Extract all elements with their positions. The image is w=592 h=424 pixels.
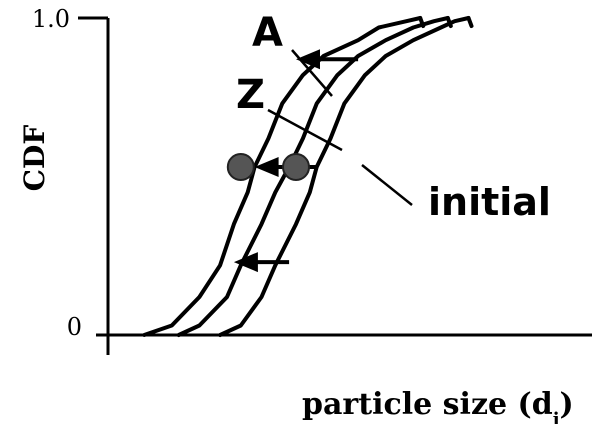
x-axis-label-close: )	[560, 387, 574, 422]
x-axis-label-subscript: i	[553, 409, 560, 424]
series-group	[142, 16, 474, 337]
y-tick-label-bottom: 0	[67, 313, 82, 341]
point-markers	[226, 152, 310, 181]
series-label-initial: initial	[428, 180, 551, 224]
point-marker-0	[226, 152, 255, 181]
point-marker-1	[282, 152, 310, 181]
series-line-initial	[218, 16, 471, 337]
series-label-a: A	[252, 10, 283, 56]
y-axis-label: CDF	[18, 125, 51, 192]
leader-line-z	[267, 108, 343, 152]
arrow-head-1	[254, 156, 279, 177]
x-axis-label-main: particle size (d	[302, 387, 553, 422]
leader-lines	[267, 49, 413, 206]
x-axis-label: particle size (di)	[302, 387, 574, 424]
leader-line-initial	[361, 164, 413, 206]
arrow-head-0	[296, 49, 320, 70]
arrow-head-2	[233, 252, 258, 273]
series-line-a	[142, 16, 423, 337]
series-end-tick-initial	[466, 16, 474, 28]
y-tick-label-top: 1.0	[32, 5, 70, 33]
series-label-z: Z	[236, 72, 265, 118]
series-line-z	[176, 16, 450, 337]
leader-line-a	[291, 49, 333, 97]
